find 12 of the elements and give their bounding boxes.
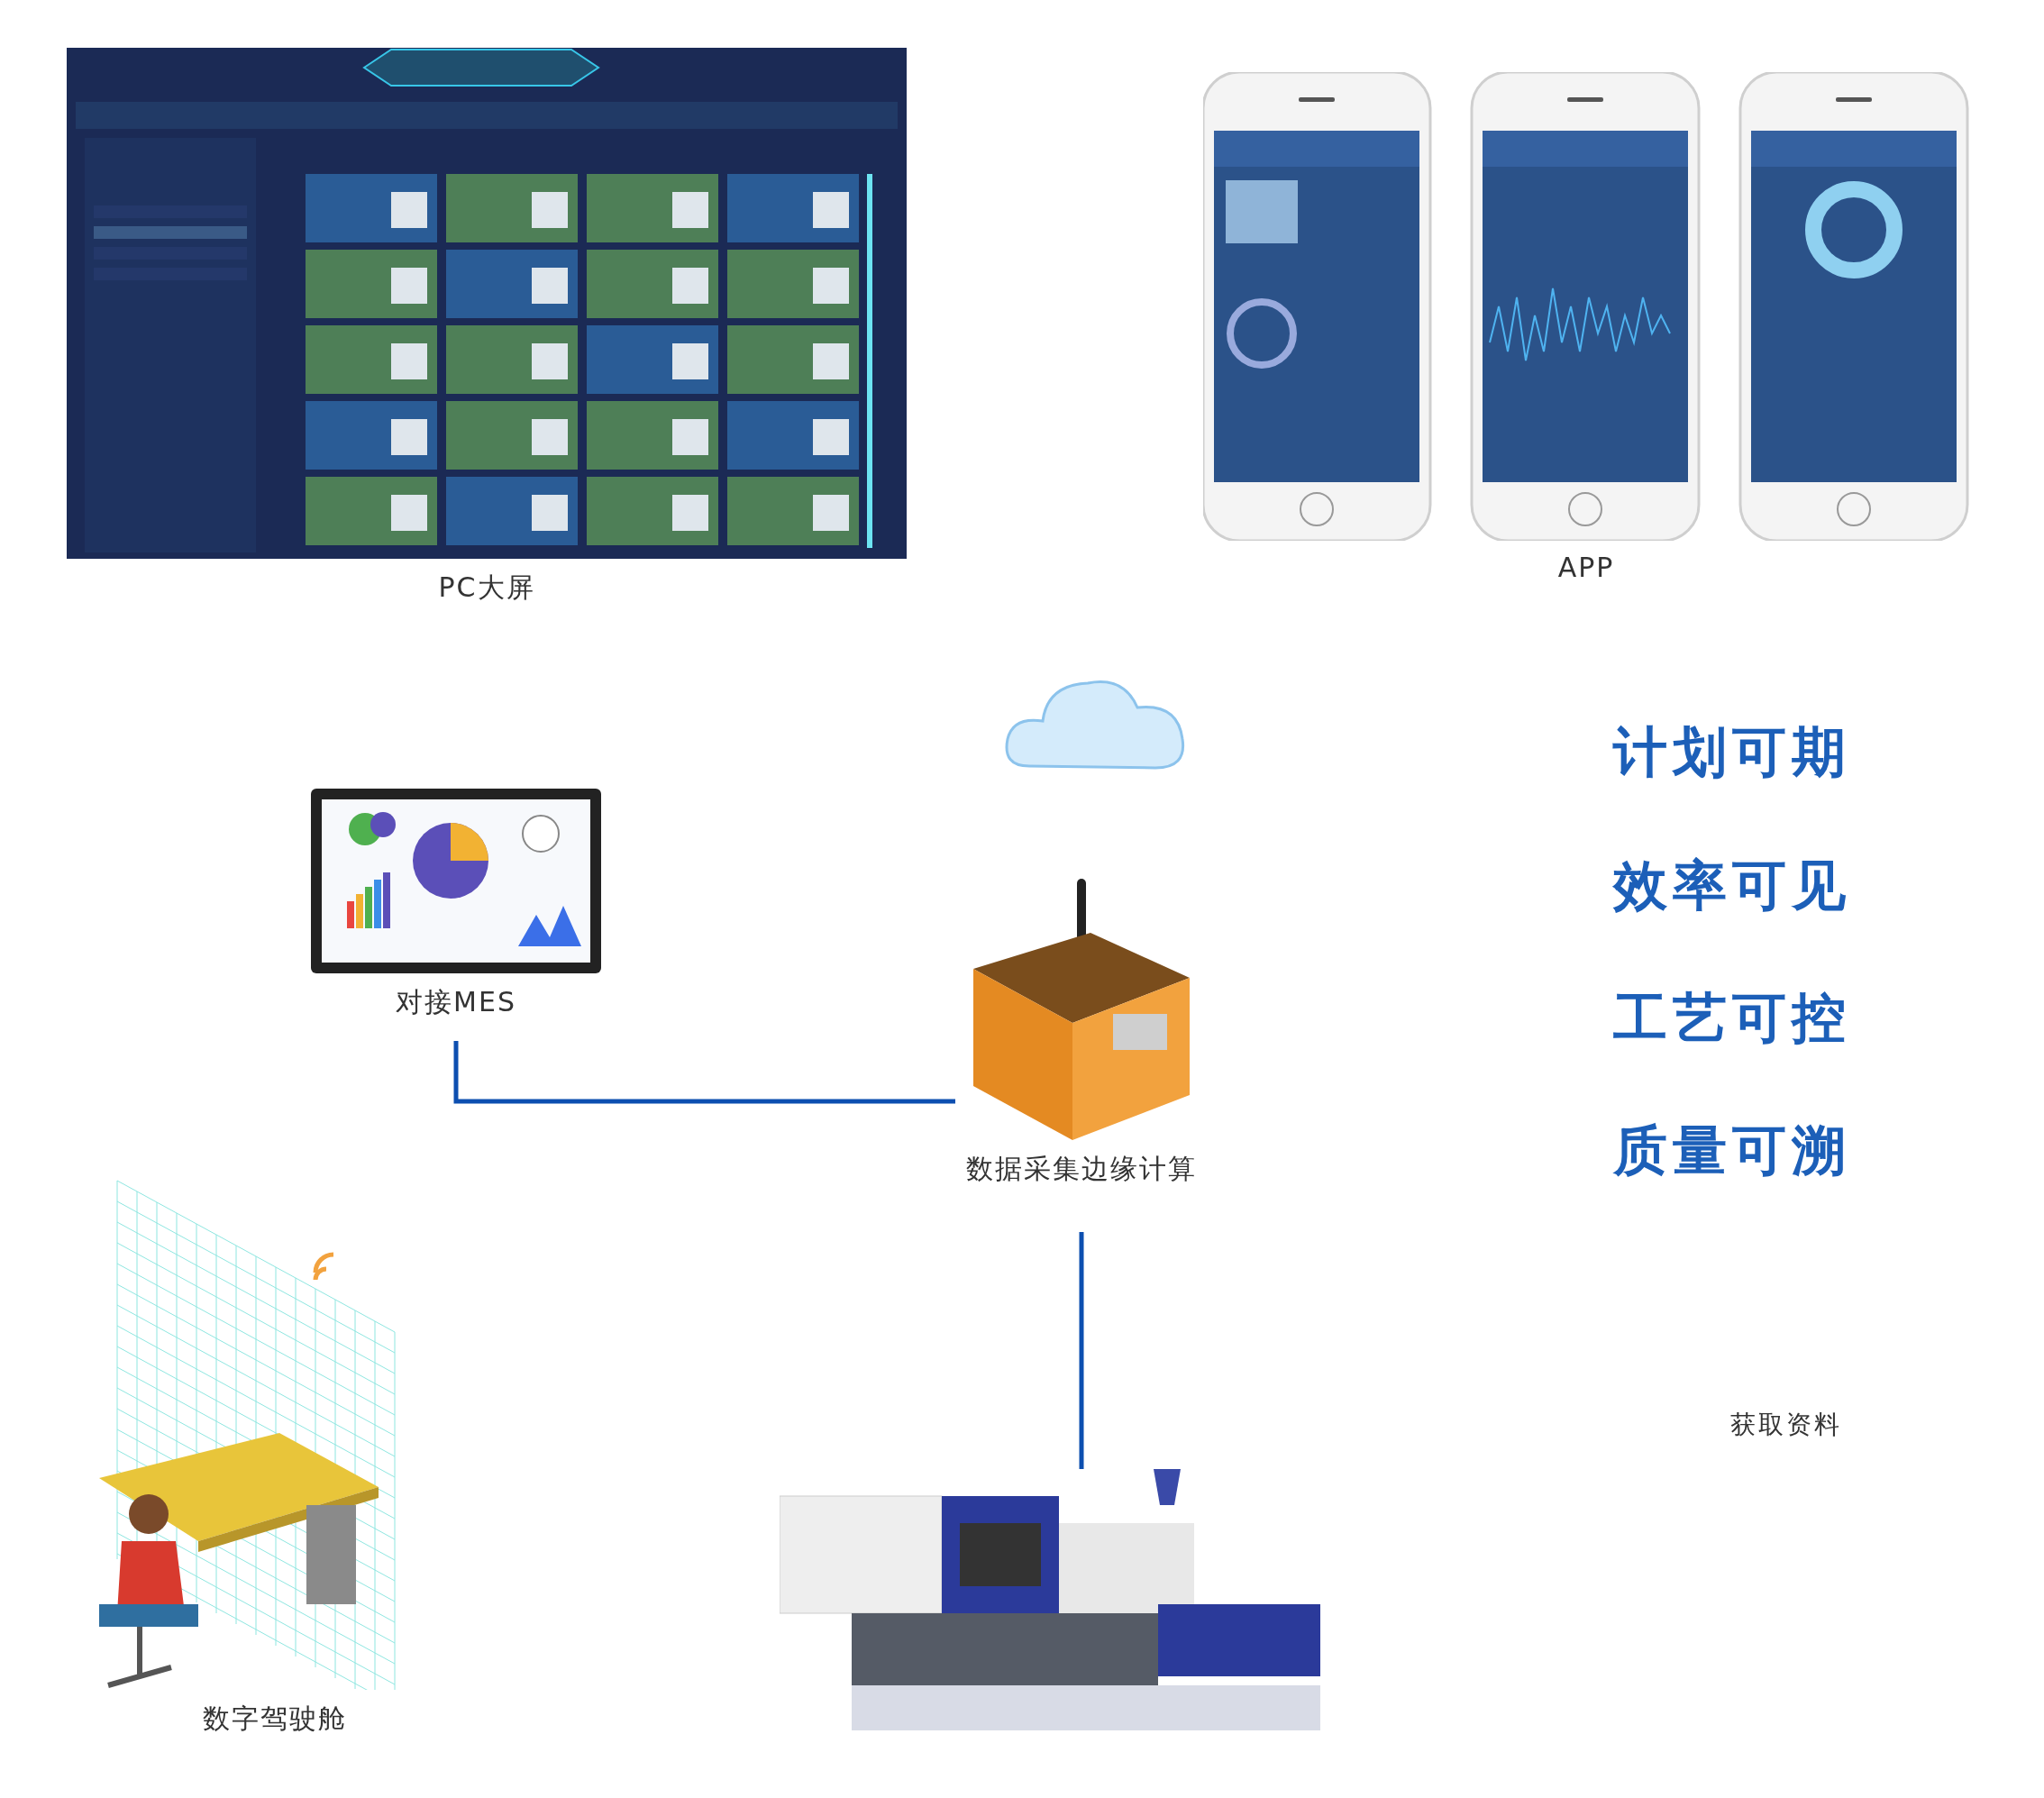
node-label: 数据采集边缘计算 xyxy=(966,1152,1197,1186)
node-label: PC大屏 xyxy=(438,570,535,605)
slogan-text: 计划可期 xyxy=(1613,719,1851,785)
slogan-text: 质量可溯 xyxy=(1613,1118,1851,1183)
slogan-text: 工艺可控 xyxy=(1613,985,1851,1051)
connector-line xyxy=(453,1041,955,1104)
note-text: 获取资料 xyxy=(1730,1409,1842,1441)
node-label: 数字驾驶舱 xyxy=(203,1702,347,1736)
slogan-text: 效率可见 xyxy=(1613,853,1851,918)
node-label: APP xyxy=(1557,552,1615,583)
connector-line xyxy=(1079,1232,1084,1469)
node-label: 对接MES xyxy=(396,985,516,1019)
